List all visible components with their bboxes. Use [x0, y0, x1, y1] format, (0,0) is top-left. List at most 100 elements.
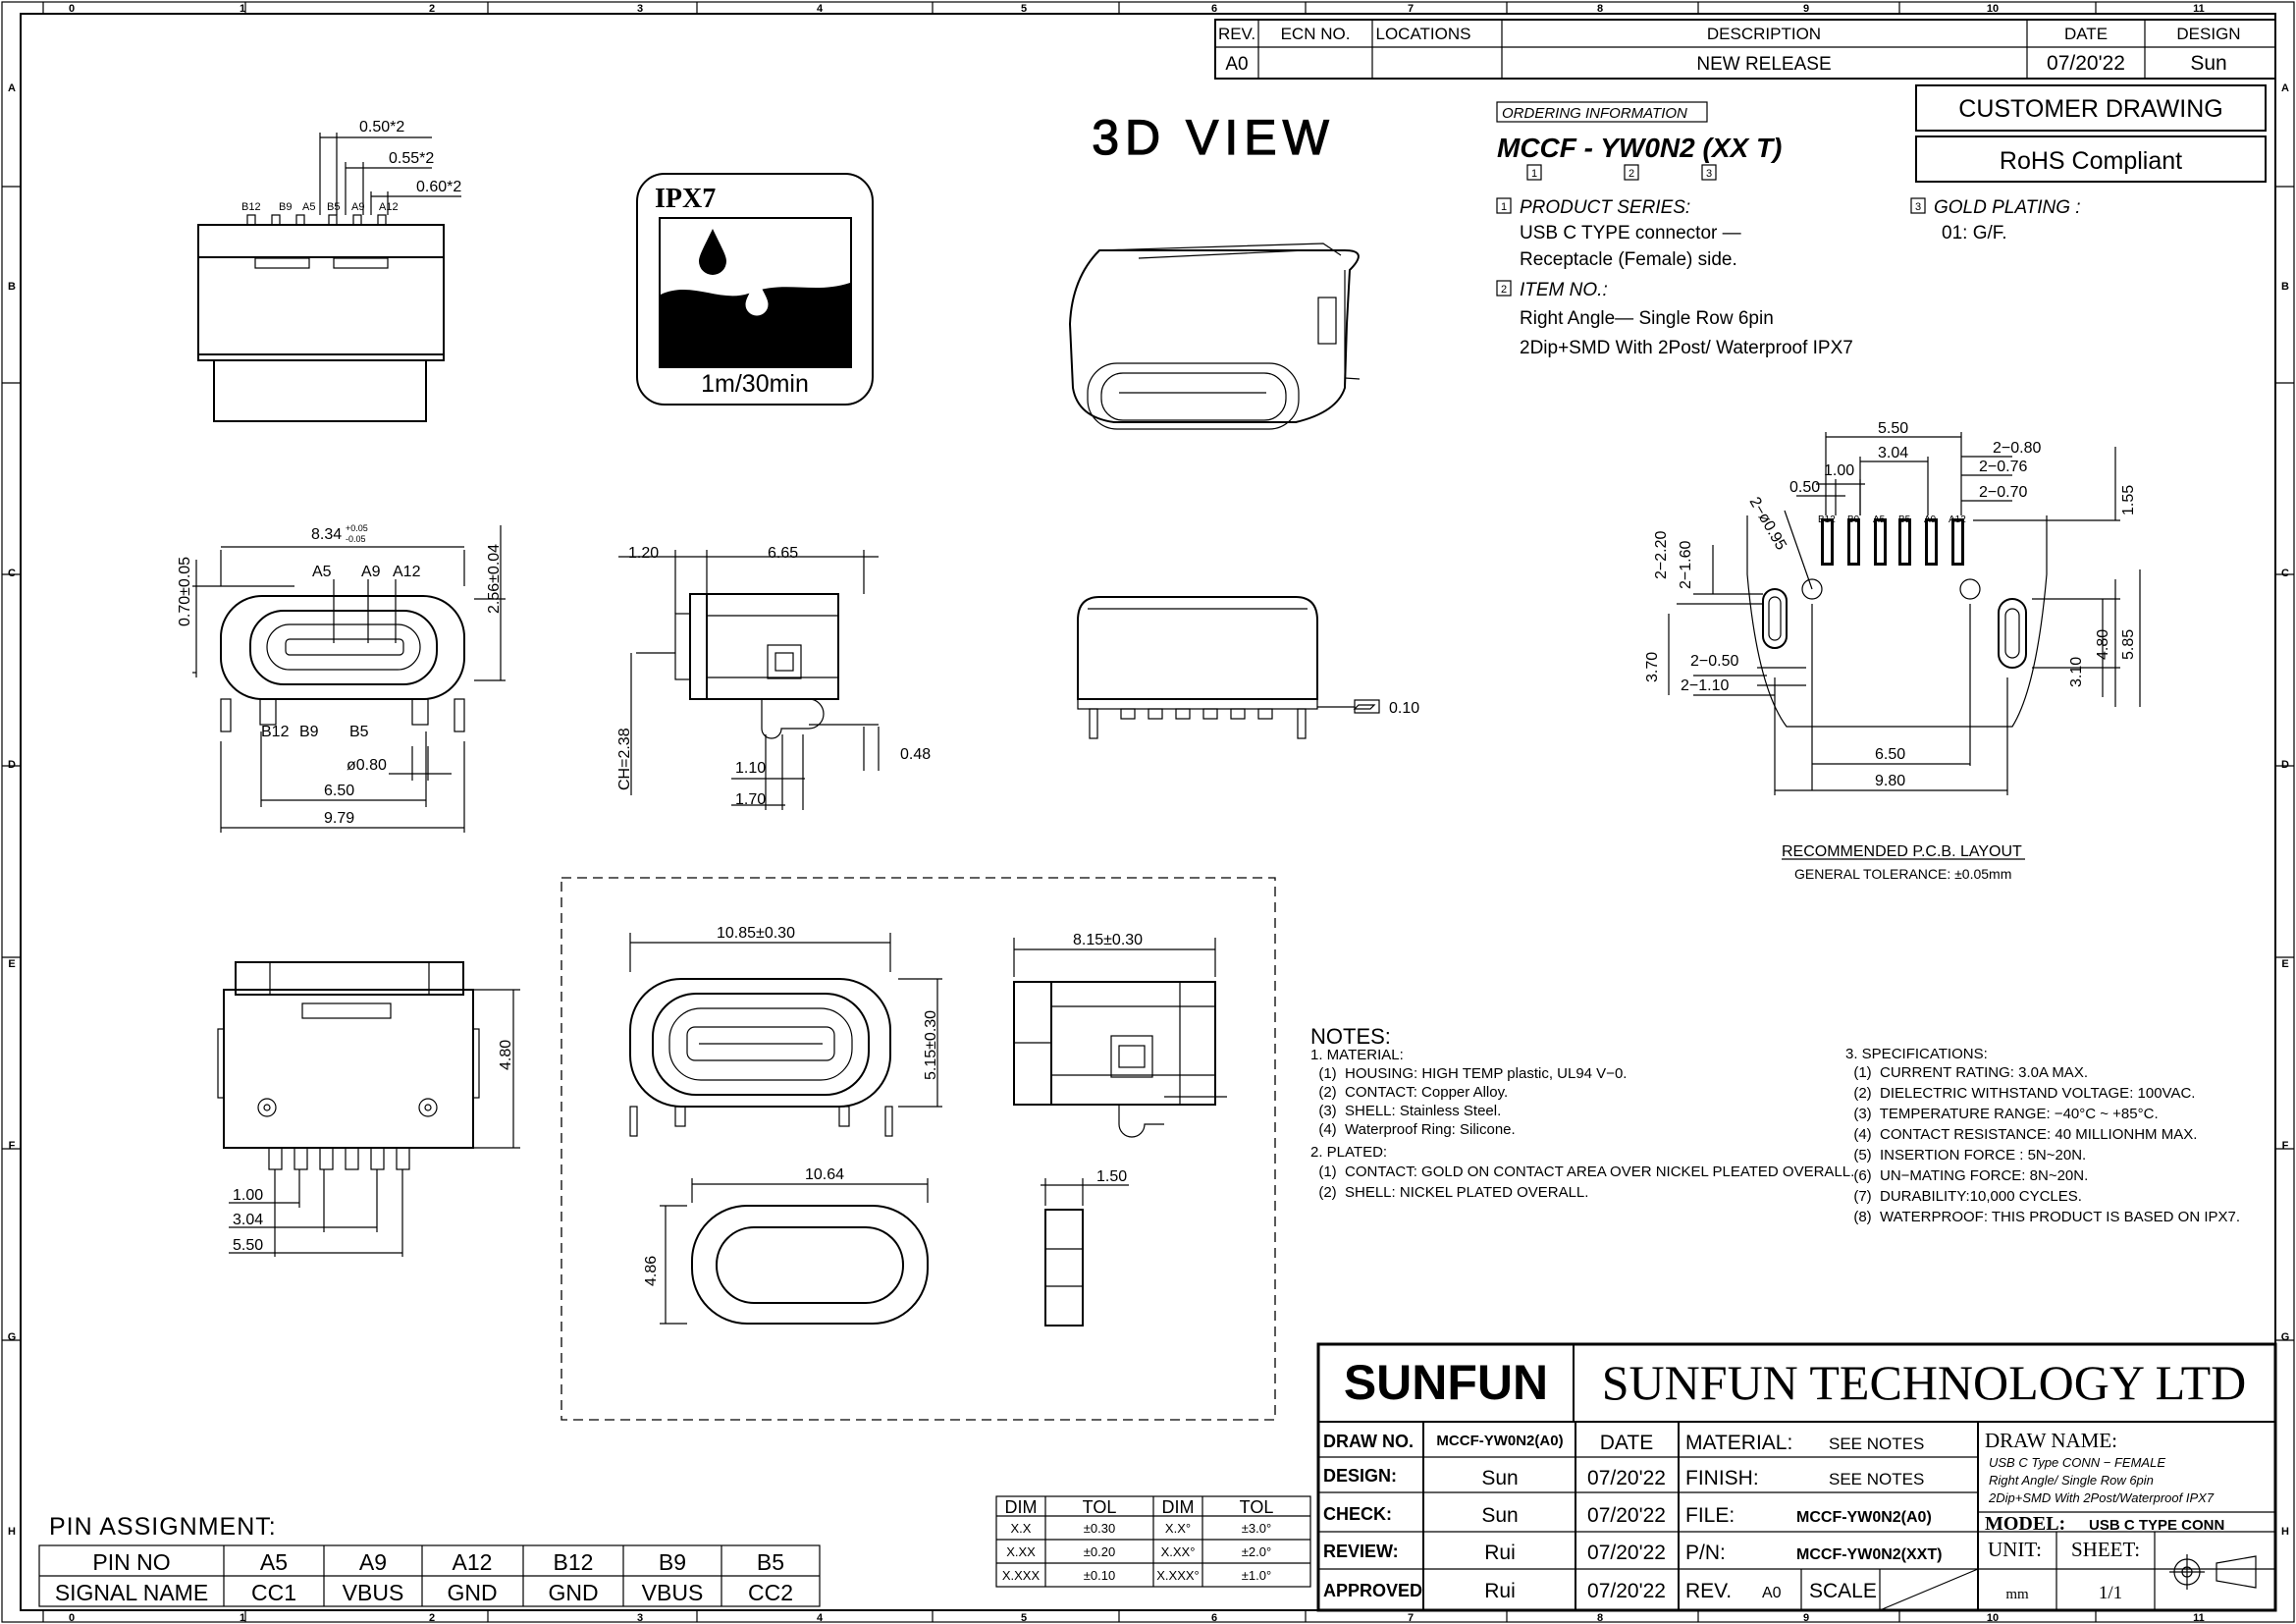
col-label: 0: [69, 1612, 75, 1624]
spec-line: (4) CONTACT RESISTANCE: 40 MILLIONHM MAX…: [1845, 1126, 2197, 1143]
signal-cell: GND: [447, 1580, 497, 1605]
pin-assignment-table: PIN ASSIGNMENT: PIN NO A5 A9 A12 B12 B9 …: [38, 1513, 821, 1607]
row-label: A: [2281, 82, 2289, 94]
tb-label: FILE:: [1685, 1504, 1735, 1527]
tol-cell: ±0.10: [1084, 1568, 1115, 1583]
pin-label: B12: [1818, 514, 1836, 525]
note-line: 1. MATERIAL:: [1310, 1047, 1404, 1063]
tb-label: SHEET:: [2071, 1538, 2140, 1561]
dim-label: 0.50*2: [359, 119, 404, 135]
tol-cell: ±3.0°: [1242, 1521, 1271, 1536]
dim-label: 2−0.80: [1993, 440, 2041, 457]
grid-row-labels: A B C D E F G H A B C D E F G H: [8, 82, 2290, 1538]
tb-label: UNIT:: [1988, 1538, 2042, 1561]
ipx7-title: IPX7: [655, 184, 716, 214]
ordering-index: 1: [1501, 201, 1507, 213]
ordering-index: 3: [1915, 201, 1921, 213]
tb-part-number: MCCF-YW0N2(XXT): [1796, 1546, 1942, 1563]
pin-label: B9: [279, 201, 292, 213]
row-label: B: [8, 281, 16, 293]
rev-description: NEW RELEASE: [1696, 54, 1831, 75]
ipx7-caption: 1m/30min: [701, 370, 809, 398]
col-label: 8: [1597, 3, 1603, 15]
pin-label: A5: [1873, 514, 1886, 525]
customer-drawing-badge: CUSTOMER DRAWING: [1915, 84, 2267, 132]
tb-date-header: DATE: [1600, 1432, 1653, 1454]
rev-header: DESIGN: [2176, 25, 2240, 43]
series-title: PRODUCT SERIES:: [1520, 197, 1690, 218]
pin-assignment-title: PIN ASSIGNMENT:: [49, 1513, 277, 1541]
dim-label: 2−0.70: [1979, 484, 2027, 501]
drop-icon: [745, 278, 769, 316]
tb-model: USB C TYPE CONN: [2089, 1517, 2224, 1534]
spec-line: (1) CURRENT RATING: 3.0A MAX.: [1845, 1064, 2088, 1081]
pin-cell: B5: [757, 1549, 784, 1575]
dim-label: 9.79: [324, 810, 354, 827]
col-label: 5: [1021, 3, 1027, 15]
dim-label: 8.34: [311, 526, 342, 543]
dim-label: 5.50: [1878, 420, 1908, 437]
tb-label: DRAW NAME:: [1985, 1429, 2117, 1452]
dim-label: 0.50: [1789, 479, 1820, 496]
ordering-index: 3: [1706, 168, 1712, 180]
signal-cell: VBUS: [642, 1580, 704, 1605]
note-line: (2) SHELL: NICKEL PLATED OVERALL.: [1310, 1184, 1588, 1201]
tol-cell: X.XX°: [1161, 1544, 1196, 1559]
draw-name-line: 2Dip+SMD With 2Post/Waterproof IPX7: [1988, 1490, 2215, 1505]
signal-cell: CC1: [251, 1580, 296, 1605]
pin-label: A9: [361, 564, 381, 580]
row-label: G: [8, 1331, 17, 1343]
rev-header: REV.: [1218, 25, 1255, 43]
tb-date: 07/20'22: [1587, 1467, 1666, 1489]
spec-line: (6) UN−MATING FORCE: 8N~20N.: [1845, 1167, 2088, 1184]
dim-label: 10.85±0.30: [717, 925, 795, 942]
row-label: D: [8, 759, 16, 771]
dim-label: ø0.80: [347, 757, 387, 774]
tb-label: MATERIAL:: [1685, 1432, 1792, 1454]
rev-header: LOCATIONS: [1376, 25, 1471, 43]
note-line: (3) SHELL: Stainless Steel.: [1310, 1103, 1501, 1119]
revision-table: REV. ECN NO. LOCATIONS DESCRIPTION DATE …: [1214, 19, 2276, 80]
dim-label: 4.80: [2095, 629, 2111, 660]
pin-label: A12: [379, 201, 399, 213]
draw-name-line: USB C Type CONN − FEMALE: [1989, 1455, 2165, 1470]
notes-title: NOTES:: [1310, 1024, 1391, 1049]
top-view: 0.50*2 0.55*2 0.60*2 B12 B9 A5 B5 A9 A12: [197, 119, 461, 422]
dim-label: 8.15±0.30: [1073, 932, 1143, 948]
pcb-layout: 5.50 3.04 1.00 0.50 2−0.80 2−0.76 2−0.70…: [1644, 420, 2141, 882]
row-label: C: [2281, 568, 2289, 579]
row-label: B: [2281, 281, 2289, 293]
signal-cell: GND: [548, 1580, 598, 1605]
col-label: 2: [429, 3, 435, 15]
dim-label: 2−0.76: [1979, 459, 2027, 475]
company-name: SUNFUN TECHNOLOGY LTD: [1602, 1355, 2247, 1410]
col-label: 3: [637, 1612, 643, 1624]
tb-label: REVIEW:: [1323, 1542, 1399, 1561]
rohs-badge: RoHS Compliant: [1915, 135, 2267, 183]
spec-line: (5) INSERTION FORCE : 5N~20N.: [1845, 1147, 2086, 1164]
dim-label: 0.60*2: [416, 179, 461, 195]
plating-title: GOLD PLATING :: [1934, 197, 2081, 218]
dim-label: 2.56±0.04: [486, 544, 503, 614]
tol-header: DIM: [1162, 1497, 1195, 1517]
drop-icon: [699, 229, 726, 275]
item-title: ITEM NO.:: [1520, 280, 1608, 300]
ordering-title: ORDERING INFORMATION: [1502, 105, 1687, 122]
row-label: F: [2282, 1140, 2289, 1152]
pin-label: A9: [351, 201, 364, 213]
pin-cell: PIN NO: [92, 1549, 170, 1575]
dim-label: 6.50: [324, 783, 354, 799]
view-3d-title: 3D VIEW: [1092, 110, 1335, 165]
flatness-value: 0.10: [1389, 700, 1419, 717]
tb-label: FINISH:: [1685, 1467, 1759, 1489]
tb-rev: A0: [1762, 1585, 1782, 1601]
col-label: 10: [1987, 3, 1999, 15]
col-label: 7: [1408, 3, 1414, 15]
tb-label: MODEL:: [1985, 1513, 2065, 1535]
col-label: 3: [637, 3, 643, 15]
dim-label: 2−1.10: [1681, 677, 1729, 694]
tb-label: DRAW NO.: [1323, 1432, 1414, 1451]
item-line: Right Angle— Single Row 6pin: [1520, 308, 1774, 329]
tb-label: APPROVED: [1323, 1581, 1422, 1600]
